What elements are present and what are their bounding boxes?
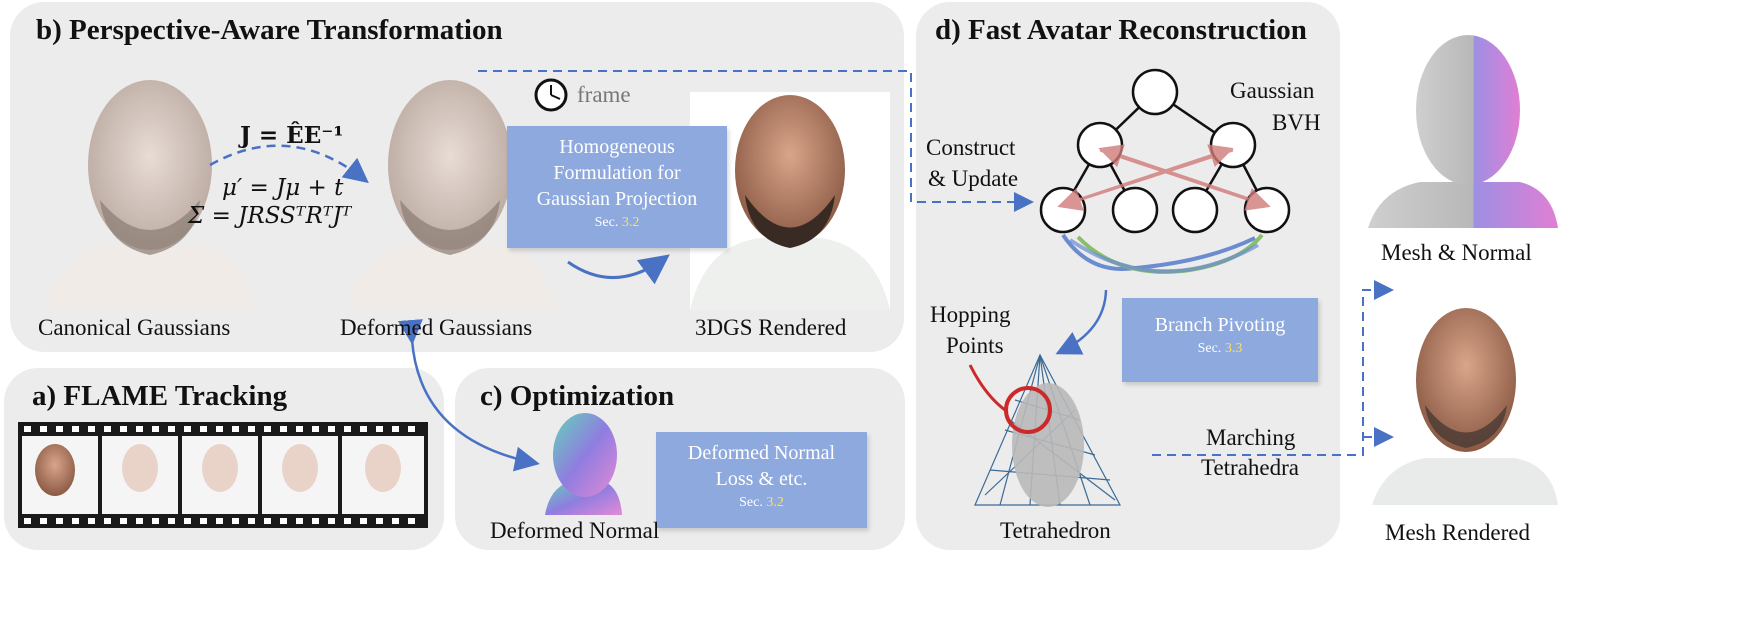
- section-ref: Sec. 3.2: [739, 495, 784, 510]
- marching-label: Marching: [1206, 425, 1296, 450]
- homogeneous-formulation-note: Homogeneous Formulation for Gaussian Pro…: [507, 126, 727, 248]
- bvh-to-tetra-arrow: [1055, 289, 1108, 355]
- hopping-pointer: [968, 364, 1006, 412]
- gaussian-label: Gaussian: [1230, 78, 1315, 103]
- note-line-1: Branch Pivoting: [1154, 314, 1286, 336]
- panel-d-title: d) Fast Avatar Reconstruction: [935, 14, 1307, 46]
- bvh-label: BVH: [1272, 110, 1321, 135]
- deformed-gaussians-figure: [345, 80, 555, 310]
- note-line-1: Deformed Normal: [687, 442, 836, 464]
- marching-to-mesh-normal-arrow: [1152, 280, 1394, 456]
- mean-transform-equation: μ′ = Jμ + t: [222, 175, 344, 201]
- mesh-normal-caption: Mesh & Normal: [1381, 240, 1532, 265]
- hopping-points-circle: [1004, 386, 1052, 434]
- panel-fast-avatar-reconstruction: [916, 2, 1340, 550]
- tetrahedron-caption: Tetrahedron: [1000, 518, 1111, 543]
- branch-pivoting-note: Branch Pivoting Sec. 3.3: [1122, 298, 1318, 382]
- section-ref: Sec. 3.3: [1197, 341, 1243, 356]
- mesh-normal-figure: [1368, 35, 1558, 228]
- construct-label: Construct: [926, 135, 1016, 160]
- canonical-gaussians-caption: Canonical Gaussians: [38, 315, 231, 340]
- jacobian-equation: J = ÊE⁻¹: [240, 122, 344, 149]
- transform-arrow: [209, 144, 369, 184]
- hopping-label: Hopping: [930, 302, 1011, 327]
- mesh-rendered-caption: Mesh Rendered: [1385, 520, 1530, 545]
- canonical-gaussians-figure: [45, 80, 255, 310]
- deformed-normal-caption: Deformed Normal: [490, 518, 660, 543]
- bvh-links: [1061, 233, 1264, 274]
- optimization-link-arrow: [397, 319, 540, 472]
- update-label: & Update: [928, 166, 1019, 191]
- points-label: Points: [946, 333, 1004, 358]
- note-line-2: Formulation for: [553, 162, 681, 184]
- mesh-rendered-figure: [1372, 308, 1558, 505]
- deformed-gaussians-caption: Deformed Gaussians: [340, 315, 533, 340]
- note-line-2: Loss & etc.: [715, 468, 808, 490]
- tetrahedra-label: Tetrahedra: [1201, 455, 1299, 480]
- bvh-swap-arrows: [1057, 144, 1271, 211]
- deformed-normal-loss-note: Deformed Normal Loss & etc. Sec. 3.2: [656, 432, 867, 528]
- construct-connector-arrow: [478, 70, 1034, 212]
- frame-label: frame: [577, 82, 631, 107]
- note-line-3: Gaussian Projection: [536, 188, 698, 210]
- panel-b-title: b) Perspective-Aware Transformation: [36, 14, 503, 46]
- deformed-normal-figure: [545, 413, 622, 515]
- film-strip: [18, 422, 428, 528]
- section-ref: Sec. 3.2: [594, 215, 640, 230]
- render-arrow: [567, 254, 670, 285]
- clock-icon: [534, 78, 568, 112]
- panel-a-title: a) FLAME Tracking: [32, 380, 288, 412]
- tetra-head-mesh: [1012, 383, 1084, 507]
- covariance-transform-equation: Σ = JRSSᵀRᵀJᵀ: [188, 203, 352, 229]
- note-line-1: Homogeneous: [559, 136, 675, 158]
- 3dgs-rendered-caption: 3DGS Rendered: [695, 315, 847, 340]
